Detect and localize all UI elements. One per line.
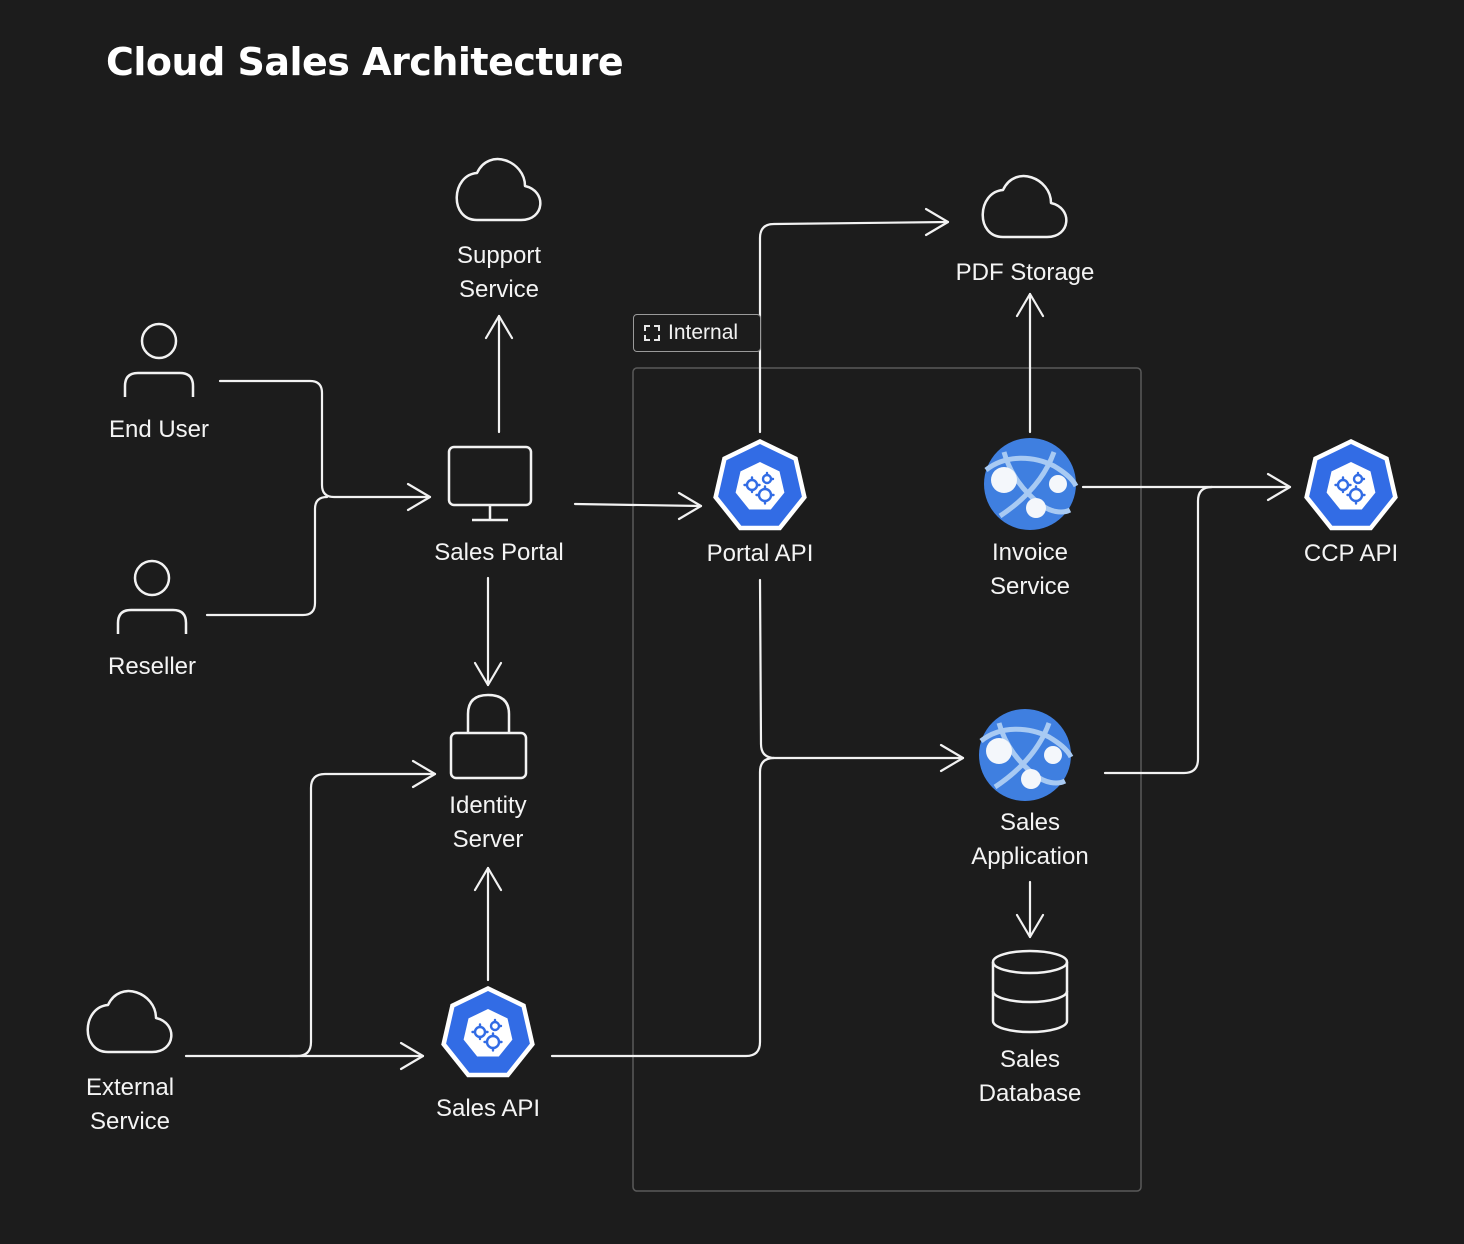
identity-server-label: Identity Server — [449, 789, 526, 857]
end-user-label: End User — [109, 413, 209, 447]
sales-portal-monitor-icon — [447, 445, 533, 522]
sales-api-label: Sales API — [436, 1092, 540, 1126]
connector-portal-api-to-pdf-storage — [758, 220, 950, 434]
sales-database-label-line: Sales — [999, 1046, 1061, 1073]
connector-portal-api-to-sales-application — [758, 578, 965, 760]
arrowhead — [484, 314, 514, 340]
sales-portal-label-line: Sales Portal — [434, 539, 564, 566]
connector-sales-api-to-sales-application — [550, 756, 776, 1058]
internal-group-label-text: Internal — [668, 321, 739, 344]
sales-database-icon — [991, 949, 1069, 1034]
portal-api-label-line: Portal API — [706, 540, 814, 567]
support-service-label-line: Support — [456, 242, 542, 269]
connector-reseller-to-sales-portal — [205, 495, 329, 617]
external-service-label: External Service — [86, 1071, 174, 1139]
arrowhead — [939, 743, 965, 773]
sales-api-label-line: Sales API — [435, 1095, 541, 1122]
external-service-label-line: External — [85, 1074, 175, 1101]
identity-server-label-line: Identity — [449, 792, 527, 819]
end-user-icon — [123, 322, 195, 399]
portal-api-label: Portal API — [707, 537, 814, 571]
portal-api-kubernetes-icon — [712, 437, 808, 532]
sales-database-label-line: Database — [978, 1080, 1082, 1107]
arrowhead — [1015, 292, 1045, 318]
invoice-service-label-line: Invoice — [991, 539, 1069, 566]
sales-application-label-line: Application — [971, 843, 1089, 870]
external-service-cloud-icon — [86, 989, 173, 1054]
sales-api-kubernetes-icon — [440, 984, 536, 1079]
reseller-label: Reseller — [108, 650, 196, 684]
diagram-title: Cloud Sales Architecture — [106, 40, 624, 84]
arrowhead — [1015, 913, 1045, 939]
arrowhead — [473, 866, 503, 892]
sales-application-label-line: Sales — [999, 809, 1061, 836]
sales-application-web-app-icon — [979, 709, 1071, 801]
connector-end-user-to-sales-portal — [218, 379, 432, 499]
reseller-label-line: Reseller — [107, 653, 197, 680]
ccp-api-label: CCP API — [1304, 537, 1398, 571]
pdf-storage-label: PDF Storage — [956, 256, 1095, 290]
internal-group-boundary — [632, 367, 1142, 1192]
invoice-service-label: Invoice Service — [990, 536, 1070, 604]
arrowhead — [924, 207, 950, 237]
pdf-storage-cloud-icon — [981, 174, 1068, 239]
ccp-api-kubernetes-icon — [1302, 437, 1400, 532]
arrowhead — [406, 482, 432, 512]
sales-database-label: Sales Database — [979, 1043, 1082, 1111]
arrowhead — [399, 1041, 425, 1071]
support-service-label-line: Service — [458, 276, 540, 303]
ccp-api-label-line: CCP API — [1303, 540, 1399, 567]
connector-sales-application-to-ccp-api — [1103, 485, 1214, 775]
arrowhead — [411, 759, 437, 789]
pdf-storage-label-line: PDF Storage — [955, 259, 1095, 286]
internal-group-label: Internal — [633, 314, 761, 352]
dashed-square-icon — [644, 325, 660, 341]
external-service-label-line: Service — [89, 1108, 171, 1135]
identity-server-lock-icon — [449, 693, 528, 780]
connector-sales-portal-to-portal-api — [573, 502, 703, 508]
reseller-user-icon — [116, 559, 188, 636]
arrowhead — [1266, 472, 1292, 502]
invoice-service-label-line: Service — [989, 573, 1071, 600]
end-user-label-line: End User — [108, 416, 210, 443]
support-service-label: Support Service — [457, 239, 541, 307]
invoice-service-web-app-icon — [984, 438, 1076, 530]
connector-external-service-to-identity-server — [184, 772, 437, 1058]
arrowhead — [677, 491, 703, 521]
sales-application-label: Sales Application — [971, 806, 1088, 874]
support-service-cloud-icon — [455, 157, 542, 222]
arrowhead — [473, 661, 503, 687]
sales-portal-label: Sales Portal — [434, 536, 563, 570]
identity-server-label-line: Server — [452, 826, 524, 853]
